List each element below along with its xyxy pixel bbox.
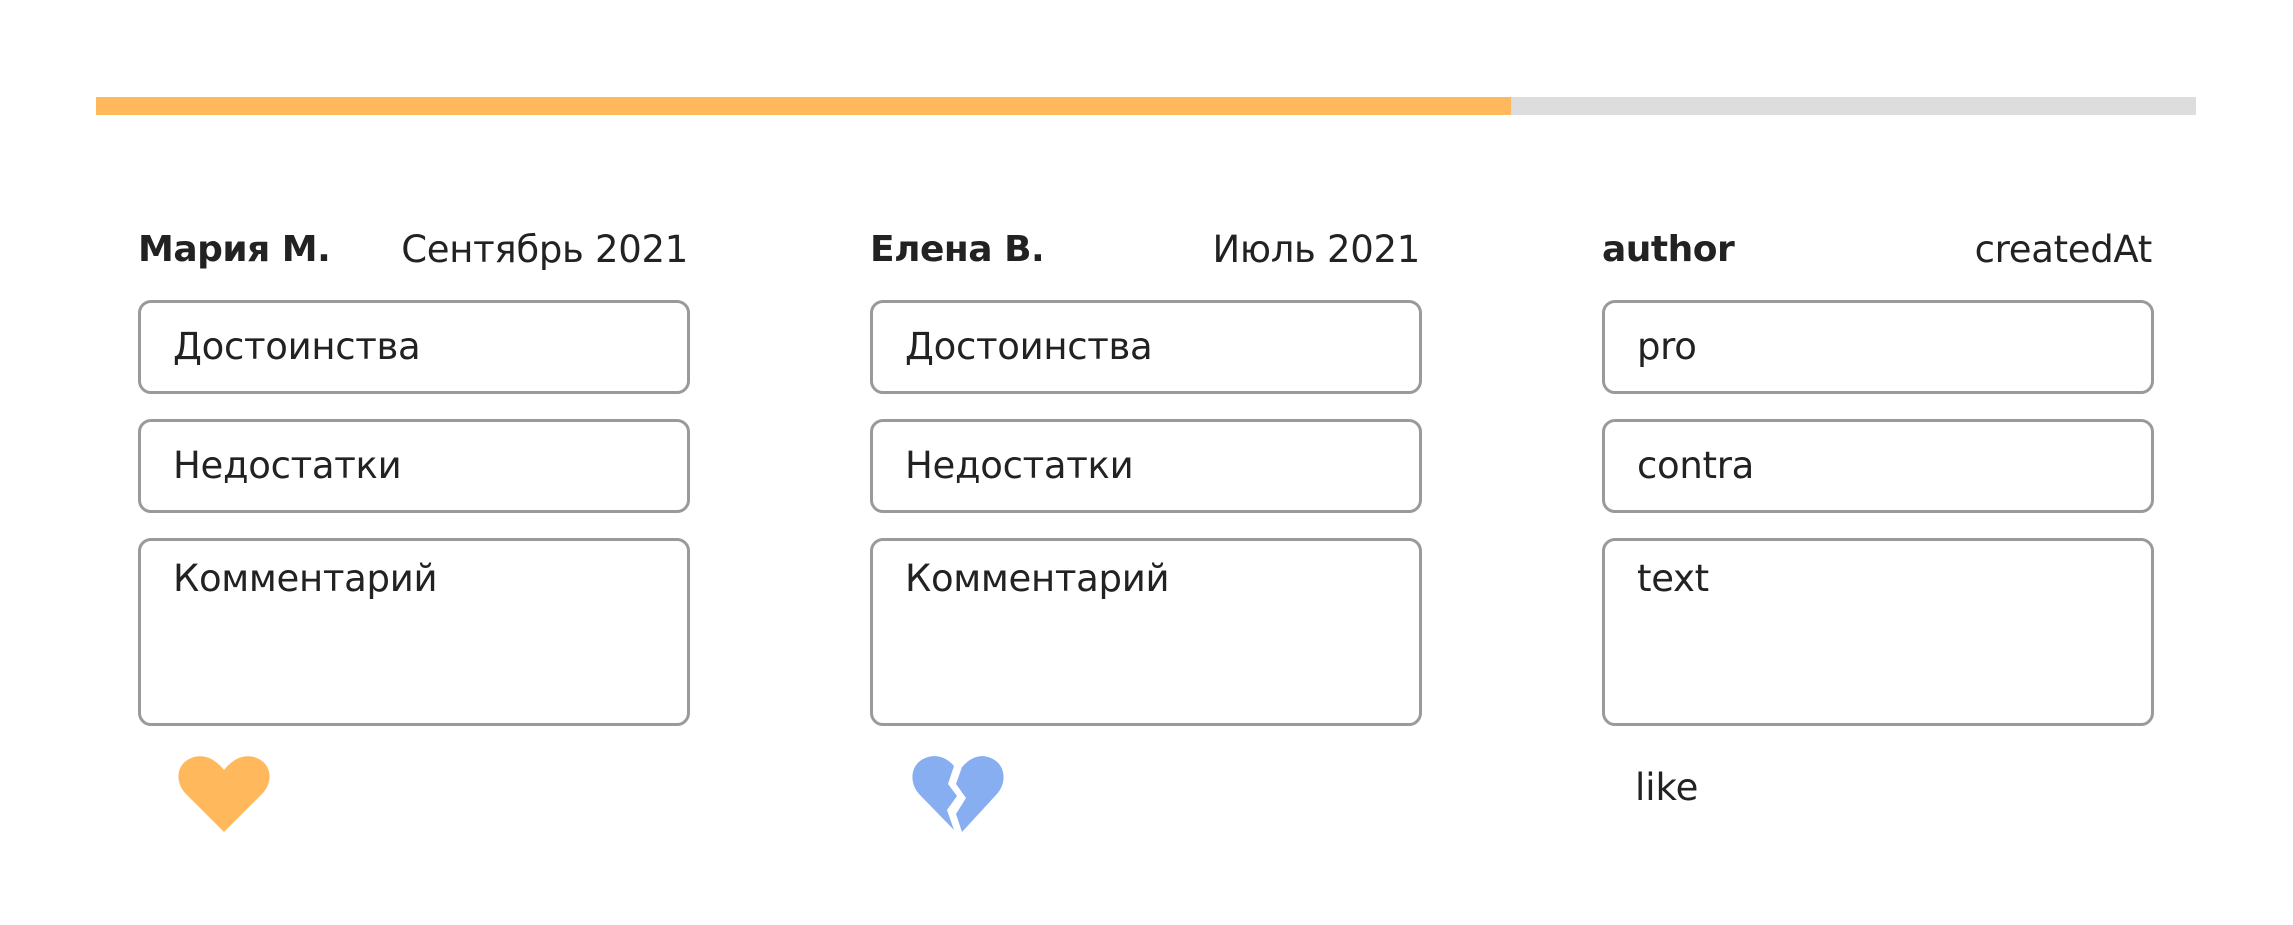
pro-field[interactable]: pro — [1602, 300, 2154, 394]
comment-text: Комментарий — [173, 557, 438, 600]
review-header: Елена В. Июль 2021 — [870, 224, 1420, 276]
pro-text: Достоинства — [905, 325, 1153, 368]
comment-field[interactable]: Комментарий — [870, 538, 1422, 726]
contra-field[interactable]: Недостатки — [138, 419, 690, 513]
review-date: Сентябрь 2021 — [401, 228, 688, 271]
contra-field[interactable]: Недостатки — [870, 419, 1422, 513]
review-card: Мария М. Сентябрь 2021 Достоинства Недос… — [138, 224, 690, 832]
comment-text: Комментарий — [905, 557, 1170, 600]
pro-field[interactable]: Достоинства — [138, 300, 690, 394]
comment-field[interactable]: Комментарий — [138, 538, 690, 726]
like-button[interactable] — [912, 754, 1004, 834]
comment-field[interactable]: text — [1602, 538, 2154, 726]
like-button[interactable] — [178, 754, 270, 834]
like-label[interactable]: like — [1635, 766, 1699, 809]
review-header: author createdAt — [1602, 224, 2152, 276]
pro-text: pro — [1637, 325, 1697, 368]
broken-heart-icon — [912, 756, 1004, 832]
review-author: Мария М. — [138, 229, 331, 270]
contra-text: Недостатки — [905, 444, 1134, 487]
contra-text: Недостатки — [173, 444, 402, 487]
review-date: createdAt — [1974, 228, 2153, 271]
review-author: Елена В. — [870, 229, 1045, 270]
progress-fill — [96, 97, 1512, 115]
review-card: Елена В. Июль 2021 Достоинства Недостатк… — [870, 224, 1422, 832]
contra-field[interactable]: contra — [1602, 419, 2154, 513]
review-author: author — [1602, 229, 1735, 270]
heart-icon — [178, 756, 270, 832]
pro-field[interactable]: Достоинства — [870, 300, 1422, 394]
review-date: Июль 2021 — [1212, 228, 1420, 271]
progress-bar — [96, 97, 2196, 115]
pro-text: Достоинства — [173, 325, 421, 368]
review-card-template: author createdAt pro contra text like — [1602, 224, 2154, 809]
contra-text: contra — [1637, 444, 1755, 487]
comment-text: text — [1637, 557, 1709, 600]
review-header: Мария М. Сентябрь 2021 — [138, 224, 688, 276]
